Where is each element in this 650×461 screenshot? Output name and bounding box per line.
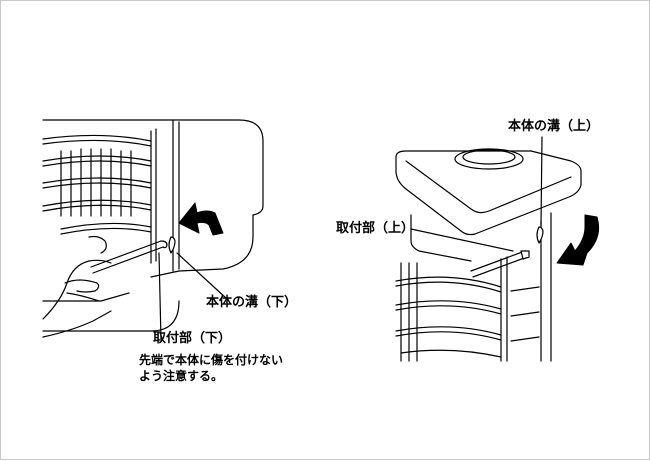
- left-groove: [158, 236, 228, 342]
- label-caution-line1: 先端で本体に傷を付けない: [139, 353, 284, 367]
- left-wire-guard: [42, 128, 168, 274]
- label-mount-lower: 取付部（下）: [153, 331, 232, 346]
- left-unit-body: [42, 119, 264, 332]
- curved-arrow-left-icon: [178, 202, 224, 236]
- label-groove-upper: 本体の溝（上）: [508, 119, 600, 134]
- label-groove-lower: 本体の溝（下）: [206, 295, 298, 310]
- right-unit-top: [395, 148, 582, 362]
- label-mount-upper: 取付部（上）: [336, 221, 415, 236]
- curved-arrow-down-left-icon: [556, 214, 600, 266]
- right-wire-guard: [395, 250, 540, 362]
- right-groove: [410, 136, 544, 252]
- left-hand: [42, 235, 112, 338]
- label-caution-line2: よう注意する。: [139, 369, 224, 383]
